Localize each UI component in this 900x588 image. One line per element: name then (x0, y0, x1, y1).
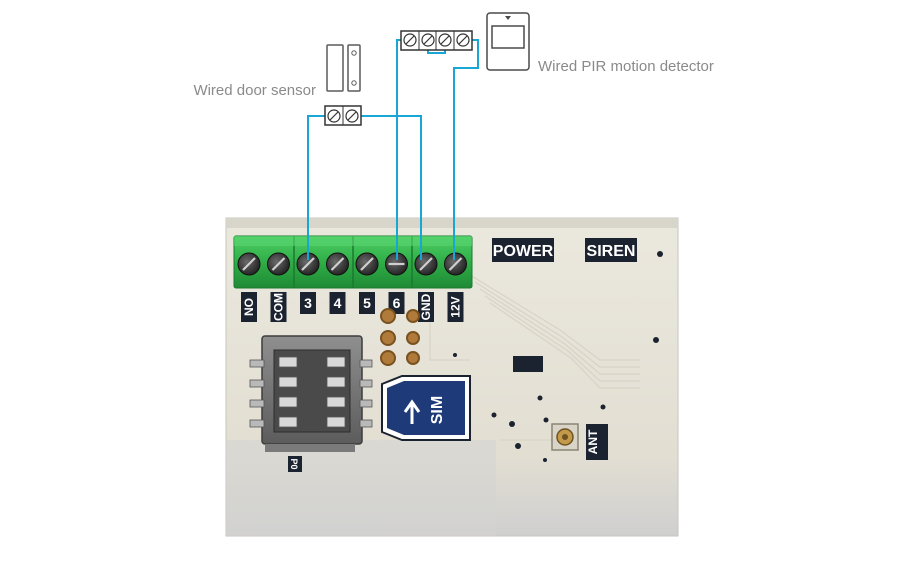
pin-label-2: 3 (300, 292, 316, 314)
terminal-screw-slot-6 (419, 257, 433, 271)
pin-label-6: GND (418, 292, 434, 322)
sim-insert-label: SIM (381, 375, 471, 441)
terminal-screw-slot-0 (242, 257, 256, 271)
terminal-screw-slot-7 (448, 257, 463, 271)
pin-labels: NO COM 3 4 5 6 GND 12V (241, 292, 464, 322)
svg-text:SIREN: SIREN (587, 243, 636, 260)
svg-text:POWER: POWER (493, 243, 554, 260)
pir-motion-detector (486, 12, 530, 71)
siren-label: SIREN (585, 238, 637, 262)
terminal-screw-slot-3 (330, 257, 345, 271)
svg-text:12V: 12V (449, 296, 463, 317)
svg-text:4: 4 (334, 295, 342, 311)
svg-text:5: 5 (363, 295, 371, 311)
pcb-traces (429, 274, 640, 441)
board-marking: P0 (288, 456, 302, 472)
svg-text:SIM: SIM (429, 396, 446, 424)
svg-text:P0: P0 (289, 458, 299, 469)
pir-terminal (400, 30, 473, 51)
door-sensor (326, 44, 361, 92)
svg-text:3: 3 (304, 295, 312, 311)
pin-label-7: 12V (447, 292, 464, 322)
pin-label-1: COM (270, 292, 287, 322)
antenna-connector: ANT (551, 423, 608, 460)
sim-card-slot (249, 335, 373, 452)
arrow-up-icon (403, 399, 421, 424)
door-sensor-label: Wired door sensor (193, 82, 316, 99)
pin-label-3: 4 (329, 292, 346, 314)
terminal-block (233, 235, 473, 289)
svg-text:GND: GND (419, 293, 433, 320)
terminal-screw-slot-1 (271, 257, 286, 271)
pir-detector-label: Wired PIR motion detector (538, 58, 714, 75)
svg-text:COM: COM (272, 293, 286, 321)
board-components (380, 251, 663, 462)
svg-text:6: 6 (393, 295, 401, 311)
door-sensor-terminal (324, 105, 362, 126)
terminal-screw-slot-4 (360, 257, 374, 271)
pin-label-5: 6 (388, 292, 405, 314)
svg-text:NO: NO (242, 298, 256, 316)
pin-label-4: 5 (359, 292, 375, 314)
wire-door-gnd (352, 115, 422, 260)
svg-text:ANT: ANT (586, 429, 600, 454)
pin-label-0: NO (241, 292, 257, 322)
power-label: POWER (492, 238, 554, 262)
terminal-screw-slot-2 (301, 257, 315, 271)
